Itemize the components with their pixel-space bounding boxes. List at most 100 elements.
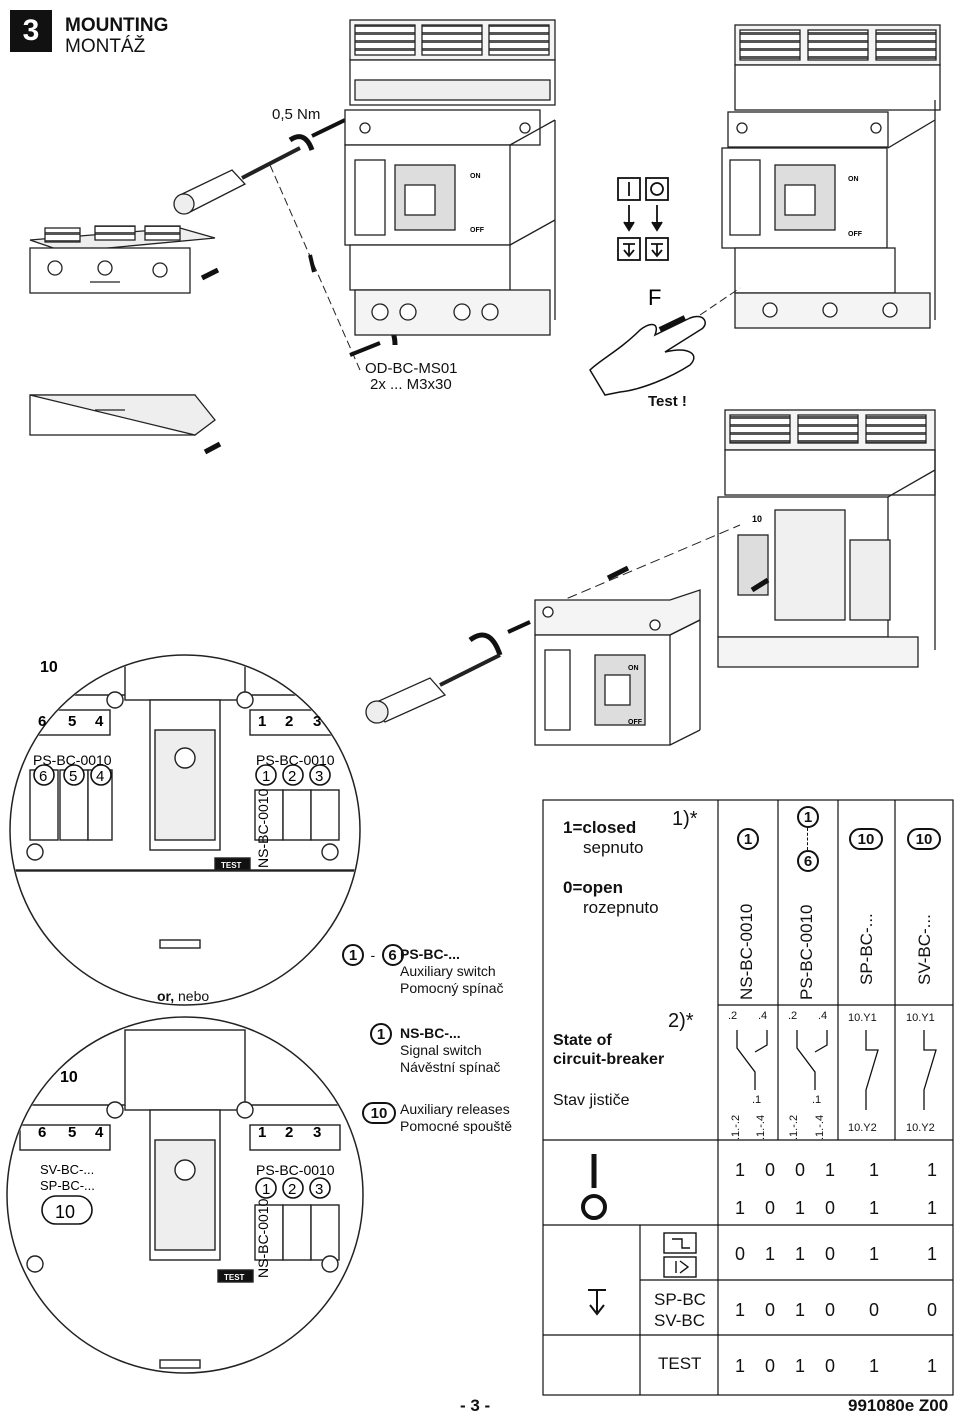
table-open-cz: rozepnuto <box>583 898 659 917</box>
sp-bot: 10.Y2 <box>848 1122 877 1134</box>
or-label: or, nebo <box>157 988 210 1004</box>
col2-circ2: 6 <box>797 850 819 872</box>
table-state2: circuit-breaker <box>553 1051 665 1068</box>
ns-bot-0: .1.-.2 <box>730 1114 742 1140</box>
legend-ps-line2: Pomocný spínač <box>400 980 504 996</box>
front-cover <box>534 589 701 746</box>
col4-circ: 10 <box>907 828 941 850</box>
torque-label: 0,5 Nm <box>272 106 321 123</box>
detail-top-r0: 1 <box>258 713 266 730</box>
ns-top-0: .2 <box>728 1010 738 1022</box>
ps-bot-0: .1.-.2 <box>788 1114 800 1140</box>
detail-top-lc1: 5 <box>69 768 77 785</box>
row-sp-label: SP-BC <box>654 1290 706 1309</box>
table-row-tripped: 0 1 1 0 1 1 <box>734 1244 937 1264</box>
legend-ns-line1: Signal switch <box>400 1042 482 1058</box>
row-test-label: TEST <box>658 1354 702 1373</box>
detail-bottom-test: TEST <box>224 1273 245 1282</box>
table-closed: 1=closed <box>563 818 637 837</box>
doc-number: 991080e Z00 <box>848 1396 949 1415</box>
detail-top-vertical: NS-BC-0010 <box>255 788 271 868</box>
detail-top-r2: 3 <box>313 713 321 730</box>
cover-piece-bottom <box>29 394 216 436</box>
col3-circ: 10 <box>849 828 883 850</box>
breaker-on-label: ON <box>470 173 481 180</box>
hand-icon <box>589 315 706 396</box>
table-open: 0=open <box>563 878 623 897</box>
detail-bottom-r2: 3 <box>313 1124 321 1141</box>
legend-ns-sym: 1 <box>370 1023 392 1045</box>
detail-bottom-vertical: NS-BC-0010 <box>255 1198 271 1278</box>
table-closed-cz: sepnuto <box>583 838 644 857</box>
detail-top-slot: 10 <box>40 659 58 676</box>
detail-bottom-rc0: 1 <box>262 1181 270 1198</box>
detail-bottom-l1: 5 <box>68 1124 76 1141</box>
ns-top-1: .4 <box>758 1010 768 1022</box>
section-number: 3 <box>10 10 52 52</box>
detail-top-r1: 2 <box>285 713 293 730</box>
col2-circ: 1 <box>797 806 819 828</box>
ps-top-1: .4 <box>818 1010 828 1022</box>
table-state-cz: Stav jističe <box>553 1092 630 1109</box>
detail-bottom-rc1: 2 <box>288 1181 296 1198</box>
detail-bottom-l2: 4 <box>95 1124 104 1141</box>
col3-part: SP-BC-... <box>857 913 876 985</box>
detail-bottom-sp: SP-BC-... <box>40 1178 95 1193</box>
cover-off: OFF <box>628 719 643 726</box>
detail-top-l0: 6 <box>38 713 46 730</box>
arrow-right-top <box>200 267 220 281</box>
screw-part-label: OD-BC-MS01 <box>365 360 458 377</box>
section-title: MOUNTING <box>65 15 169 36</box>
io-buttons <box>617 177 669 261</box>
detail-top-lc2: 4 <box>96 768 104 785</box>
legend-ps-sym-a: 1 <box>342 944 364 966</box>
sv-bot: 10.Y2 <box>906 1122 935 1134</box>
force-label: F <box>648 285 661 310</box>
table-row-off: 1 0 1 0 1 1 <box>734 1198 937 1218</box>
legend-aux-line1: Auxiliary releases <box>400 1101 510 1117</box>
arrow-right-bottom <box>203 441 222 455</box>
row-off-icon <box>581 1194 607 1220</box>
sv-top: 10.Y1 <box>906 1012 935 1024</box>
rotate-arrow-top <box>288 134 315 151</box>
rotate-arrow-cover <box>468 632 503 656</box>
table-state: State of <box>553 1032 612 1049</box>
detail-top-left-part: PS-BC-0010 <box>33 752 112 768</box>
breaker-right-lower <box>717 409 936 668</box>
table-row-release: 1 0 1 0 0 0 <box>734 1300 937 1320</box>
ps-bot-1: .1.-.4 <box>814 1114 826 1140</box>
test-label: Test ! <box>648 393 687 410</box>
legend-ps: 1 - 6 <box>342 944 404 966</box>
detail-top-rc0: 1 <box>262 768 270 785</box>
col2-dash <box>807 828 809 850</box>
table-row-test: 1 0 1 0 1 1 <box>734 1356 937 1376</box>
ns-mid: .1 <box>752 1094 762 1106</box>
col4-part: SV-BC-... <box>915 914 934 985</box>
screw-spec-label: 2x ... M3x30 <box>370 376 452 393</box>
detail-top-rc1: 2 <box>288 768 296 785</box>
detail-bottom-slot: 10 <box>60 1069 78 1086</box>
row-symbols <box>588 1232 697 1316</box>
detail-bottom-lc: 10 <box>55 1202 75 1222</box>
breaker-right-on: ON <box>848 176 859 183</box>
col1-part: NS-BC-0010 <box>737 903 756 1000</box>
state-table-grid <box>542 799 954 1396</box>
table-row-on: 1 0 0 1 1 1 <box>734 1160 937 1180</box>
detail-bottom-r1: 2 <box>285 1124 293 1141</box>
col2-part: PS-BC-0010 <box>797 904 816 1000</box>
detail-bottom-l0: 6 <box>38 1124 46 1141</box>
legend-ps-sym-b: 6 <box>381 944 404 966</box>
detail-top-l1: 5 <box>68 713 76 730</box>
breaker-right-top <box>721 24 941 329</box>
ns-bot-1: .1.-.4 <box>755 1114 767 1140</box>
row-sv-label: SV-BC <box>654 1311 706 1330</box>
contact-symbols <box>736 1030 937 1110</box>
page-number: - 3 - <box>460 1396 491 1415</box>
arrow-down <box>308 254 316 273</box>
detail-top-lc0: 6 <box>39 768 47 785</box>
screwdriver-top <box>173 146 301 215</box>
legend-aux-line2: Pomocné spouště <box>400 1118 513 1134</box>
legend-aux-sym: 10 <box>362 1102 396 1124</box>
legend-ps-title: PS-BC-... <box>400 946 460 962</box>
